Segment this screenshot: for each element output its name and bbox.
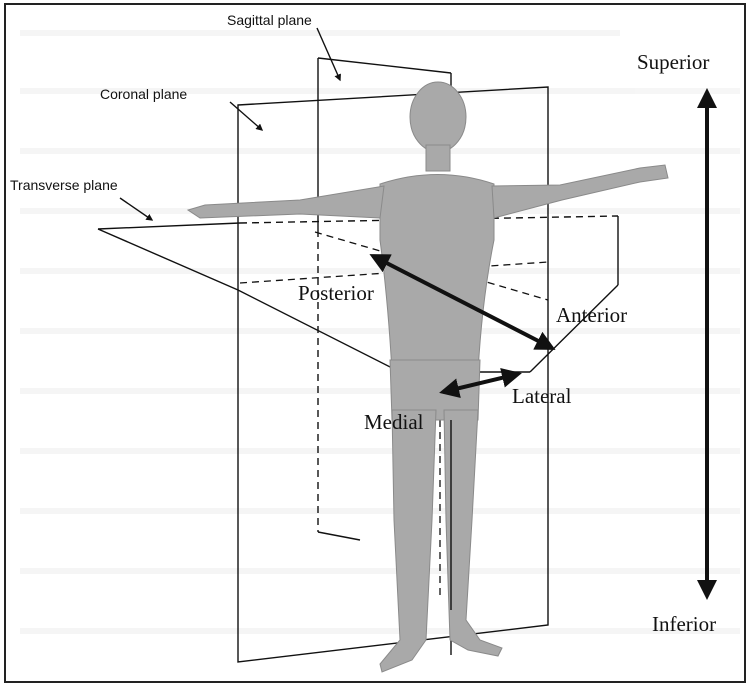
inferior-label: Inferior bbox=[652, 612, 716, 636]
coronal-plane-label: Coronal plane bbox=[100, 86, 187, 102]
sagittal-plane-label: Sagittal plane bbox=[227, 12, 312, 28]
transverse-plane-label: Transverse plane bbox=[10, 177, 118, 193]
posterior-label: Posterior bbox=[298, 281, 374, 305]
figure-frame bbox=[5, 4, 745, 682]
label-pointers bbox=[120, 28, 340, 220]
human-silhouette bbox=[188, 82, 668, 672]
superior-label: Superior bbox=[637, 50, 709, 74]
anterior-label: Anterior bbox=[556, 303, 627, 327]
lateral-label: Lateral bbox=[512, 384, 572, 408]
medial-label: Medial bbox=[364, 410, 424, 434]
background-bleed-text bbox=[20, 30, 740, 634]
